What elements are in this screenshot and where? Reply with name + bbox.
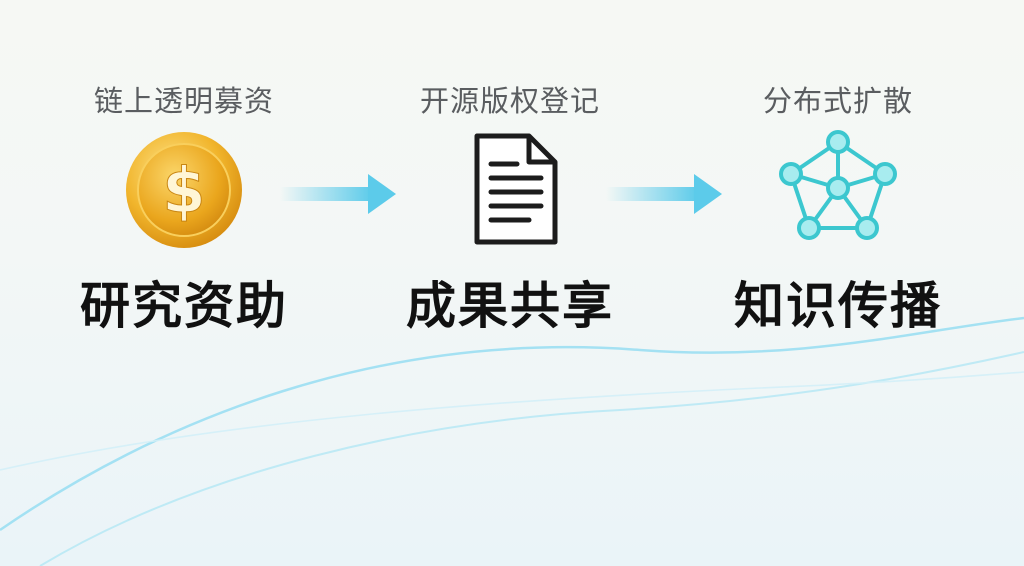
dollar-coin-icon: $ <box>126 132 242 248</box>
step-result-sharing: 开源版权登记 成果共享 <box>380 0 640 566</box>
wave-line-1 <box>0 316 1024 532</box>
step-title: 成果共享 <box>406 277 614 335</box>
flow-arrow-1 <box>280 174 396 214</box>
step-title: 知识传播 <box>734 277 942 335</box>
flow-arrow-2 <box>606 174 722 214</box>
step-title: 研究资助 <box>80 277 288 335</box>
network-nodes-icon <box>779 130 897 240</box>
step-knowledge-spread: 分布式扩散 知识传播 <box>708 0 968 566</box>
step-caption: 开源版权登记 <box>419 84 600 118</box>
wave-line-2 <box>39 351 1024 566</box>
step-caption: 分布式扩散 <box>762 84 913 118</box>
svg-text:$: $ <box>162 154 205 227</box>
step-caption: 链上透明募资 <box>93 84 274 118</box>
wave-line-3 <box>0 371 1024 471</box>
step-research-funding: 链上透明募资 $ 研究资助 <box>54 0 314 566</box>
document-icon <box>474 133 558 245</box>
